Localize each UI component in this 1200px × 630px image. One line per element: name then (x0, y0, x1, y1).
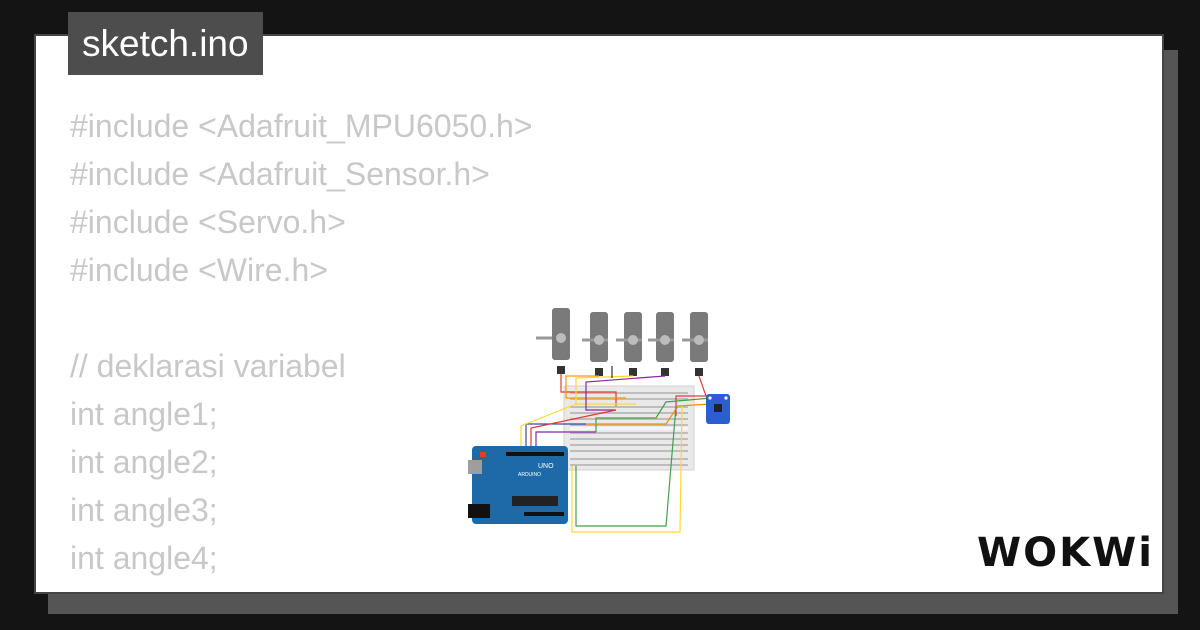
wokwi-logo-text: WOKWi (977, 530, 1150, 576)
circuit-diagram: UNO ARDUINO (468, 308, 730, 533)
servo-motor (682, 312, 708, 376)
mpu6050-sensor (706, 394, 730, 424)
servo-motor (582, 312, 608, 376)
code-line: #include <Servo.h> (70, 204, 346, 240)
arduino-uno-board: UNO ARDUINO (468, 446, 568, 524)
code-line: #include <Adafruit_MPU6050.h> (70, 108, 533, 144)
code-line: int angle5; (70, 586, 533, 592)
wires (520, 366, 712, 533)
code-line: int angle1; (70, 396, 218, 432)
code-listing: #include <Adafruit_MPU6050.h> #include <… (70, 106, 533, 592)
servo-motor (616, 312, 642, 376)
wokwi-logo: WOKWi (977, 530, 1150, 576)
file-tab[interactable]: sketch.ino (68, 12, 263, 75)
board-model-label: UNO (538, 463, 554, 470)
code-line: #include <Wire.h> (70, 252, 328, 288)
code-line: int angle4; (70, 540, 218, 576)
code-line: int angle3; (70, 492, 218, 528)
board-brand-label: ARDUINO (518, 472, 541, 478)
servo-motor (648, 312, 674, 376)
code-line: // deklarasi variabel (70, 348, 346, 384)
code-line: #include <Adafruit_Sensor.h> (70, 156, 490, 192)
servo-motor (536, 308, 570, 374)
code-line: int angle2; (70, 444, 218, 480)
code-line (70, 298, 533, 346)
